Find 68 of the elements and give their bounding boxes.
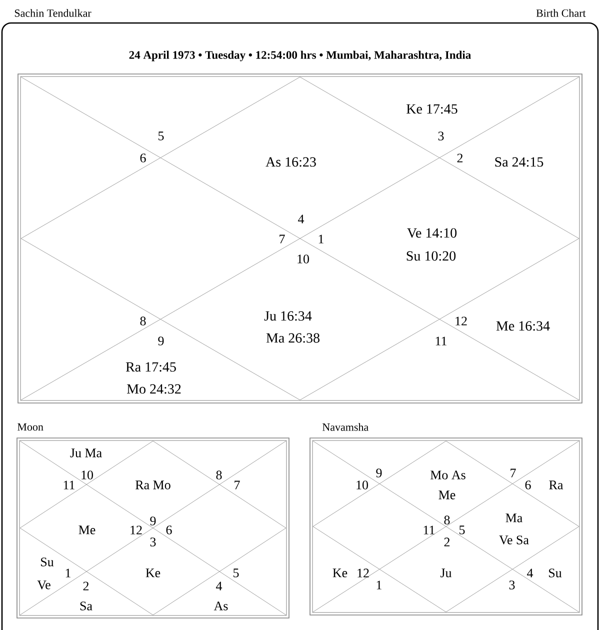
sign-number: 6 xyxy=(525,480,531,490)
planet-label: As xyxy=(214,602,228,610)
sign-number: 2 xyxy=(83,582,89,590)
sign-number: 7 xyxy=(280,234,285,244)
sign-number: 7 xyxy=(510,468,516,478)
chart-heading: Navamsha xyxy=(322,423,368,431)
sign-number: 4 xyxy=(216,582,222,590)
planet-label: Ma 26:38 xyxy=(266,333,320,343)
chart-heading: Moon xyxy=(18,423,44,431)
planet-label: Ju 16:34 xyxy=(264,311,312,321)
sign-number: 10 xyxy=(298,254,309,264)
planet-label: Ve Sa xyxy=(499,536,529,544)
planet-label: Ma xyxy=(506,514,522,522)
sign-number: 10 xyxy=(356,480,368,490)
planet-label: Ve 14:10 xyxy=(407,228,457,238)
planet-label: Ke xyxy=(146,568,160,578)
planet-label: Mo As xyxy=(430,470,466,480)
planet-label: Ra 17:45 xyxy=(126,362,176,372)
sign-number: 9 xyxy=(158,336,164,346)
planet-label: Ke xyxy=(332,568,348,578)
planet-label: Ra Mo xyxy=(136,480,170,490)
sign-number: 1 xyxy=(66,568,70,578)
sign-number: 11 xyxy=(64,480,74,490)
name-text: Sachin Tendulkar xyxy=(14,9,92,17)
planet-label: Su xyxy=(41,558,54,566)
sign-number: 1 xyxy=(318,234,324,244)
planet-label: Ke 17:45 xyxy=(406,104,458,114)
sign-number: 12 xyxy=(456,316,467,326)
sign-number: 9 xyxy=(150,516,156,526)
sign-number: 8 xyxy=(140,316,146,326)
sign-number: 3 xyxy=(509,580,515,590)
chart-box xyxy=(18,74,582,404)
planet-label: Sa 24:15 xyxy=(495,157,544,167)
chart-type-text: Birth Chart xyxy=(536,9,586,17)
planet-label: Su 10:20 xyxy=(406,251,456,261)
sign-number: 6 xyxy=(140,154,146,162)
sign-number: 4 xyxy=(298,214,304,224)
planet-label: Ve xyxy=(37,580,50,590)
sign-number: 3 xyxy=(150,538,156,546)
sign-number: 10 xyxy=(82,470,93,480)
sign-number: 3 xyxy=(438,132,444,140)
planet-label: Sa xyxy=(80,602,92,610)
sign-number: 5 xyxy=(234,568,239,578)
sign-number: 5 xyxy=(158,132,164,140)
sign-number: 5 xyxy=(460,526,465,534)
sign-number: 1 xyxy=(376,580,382,590)
planet-label: Me xyxy=(78,526,96,534)
planet-label: Su xyxy=(549,568,562,578)
sign-number: 6 xyxy=(166,526,172,534)
sign-number: 8 xyxy=(216,470,222,480)
sign-number: 11 xyxy=(424,526,434,534)
sign-number: 12 xyxy=(130,526,142,534)
sign-number: 4 xyxy=(527,568,534,578)
sign-number: 9 xyxy=(376,468,382,478)
planet-label: Ra xyxy=(549,480,564,490)
sign-number: 12 xyxy=(358,568,369,578)
birth-details: 24 April 1973 • Tuesday • 12:54:00 hrs • Mumbai, Maharashtra, India xyxy=(129,50,471,62)
planet-label: Ju Ma xyxy=(70,448,102,458)
sign-number: 2 xyxy=(444,538,450,546)
sign-number: 2 xyxy=(457,154,463,162)
planet-label: As 16:23 xyxy=(266,157,316,167)
planet-label: Me 16:34 xyxy=(496,321,550,331)
planet-label: Me xyxy=(438,490,456,500)
planet-label: Mo 24:32 xyxy=(126,384,181,394)
planet-label: Ju xyxy=(440,568,452,578)
sign-number: 8 xyxy=(444,516,450,524)
sign-number: 7 xyxy=(234,480,240,490)
sign-number: 11 xyxy=(436,336,446,346)
